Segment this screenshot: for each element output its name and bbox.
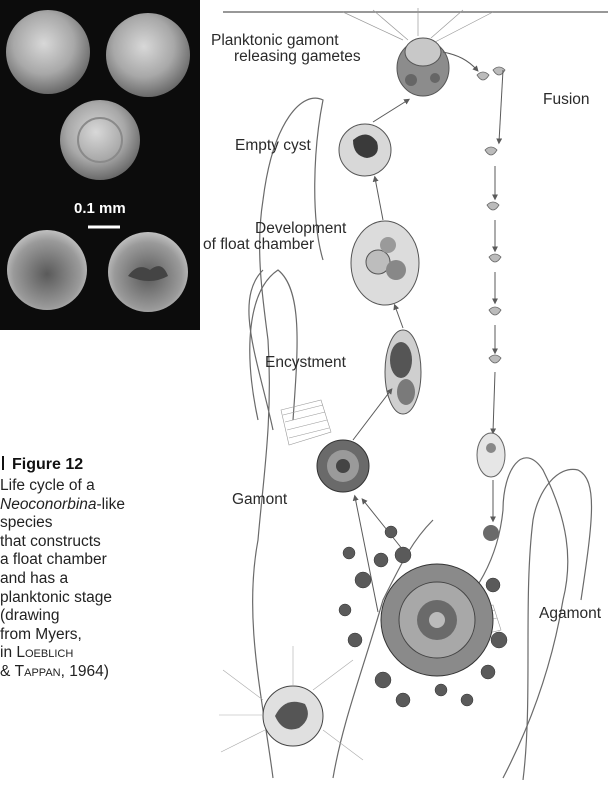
- juvenile: [483, 525, 499, 541]
- gamont: [317, 440, 369, 492]
- hatched-band: [281, 400, 331, 445]
- label-fusion: Fusion: [543, 92, 590, 108]
- agamont: [381, 564, 493, 676]
- label-development: Development: [255, 221, 346, 237]
- substrate-outline: [249, 98, 568, 778]
- test-specimen: [60, 100, 140, 180]
- test-specimen: [7, 230, 87, 310]
- caption-bar: [2, 456, 4, 470]
- planktonic-gamont: [397, 38, 449, 96]
- author-name: Loeblich: [16, 644, 73, 661]
- label-of-float-chamber: of float chamber: [203, 237, 314, 253]
- author-name: Tappan: [15, 663, 61, 680]
- float-chamber-cyst: [351, 221, 419, 305]
- leaf-lobe: [523, 469, 592, 780]
- test-specimen: [106, 13, 190, 97]
- cycle-arrows: [353, 100, 493, 612]
- genus-name: Neoconorbina: [0, 496, 97, 513]
- figure-title: Figure 12: [0, 456, 200, 474]
- label-planktonic-gamont: Planktonic gamont: [211, 33, 339, 49]
- label-encystment: Encystment: [265, 355, 346, 371]
- label-releasing-gametes: releasing gametes: [234, 49, 361, 65]
- life-cycle-diagram: Planktonic gamont releasing gametes Fusi…: [203, 0, 614, 780]
- dispersed-agamont: [219, 646, 363, 760]
- fusion-arrows: [443, 52, 503, 432]
- zygote: [477, 433, 505, 477]
- scale-label: 0.1 mm: [74, 200, 126, 217]
- empty-cyst: [339, 124, 391, 176]
- sem-micrograph: 0.1 mm: [0, 0, 200, 330]
- label-gamont: Gamont: [232, 492, 287, 508]
- label-agamont: Agamont: [539, 606, 601, 622]
- test-specimen: [6, 10, 90, 94]
- encysting-gamont: [385, 330, 421, 414]
- label-empty-cyst: Empty cyst: [235, 138, 311, 154]
- figure-caption: Figure 12 Life cycle of a Neoconorbina-l…: [0, 456, 200, 682]
- pseudopodia: [343, 8, 493, 42]
- leaf-lobe: [250, 270, 297, 420]
